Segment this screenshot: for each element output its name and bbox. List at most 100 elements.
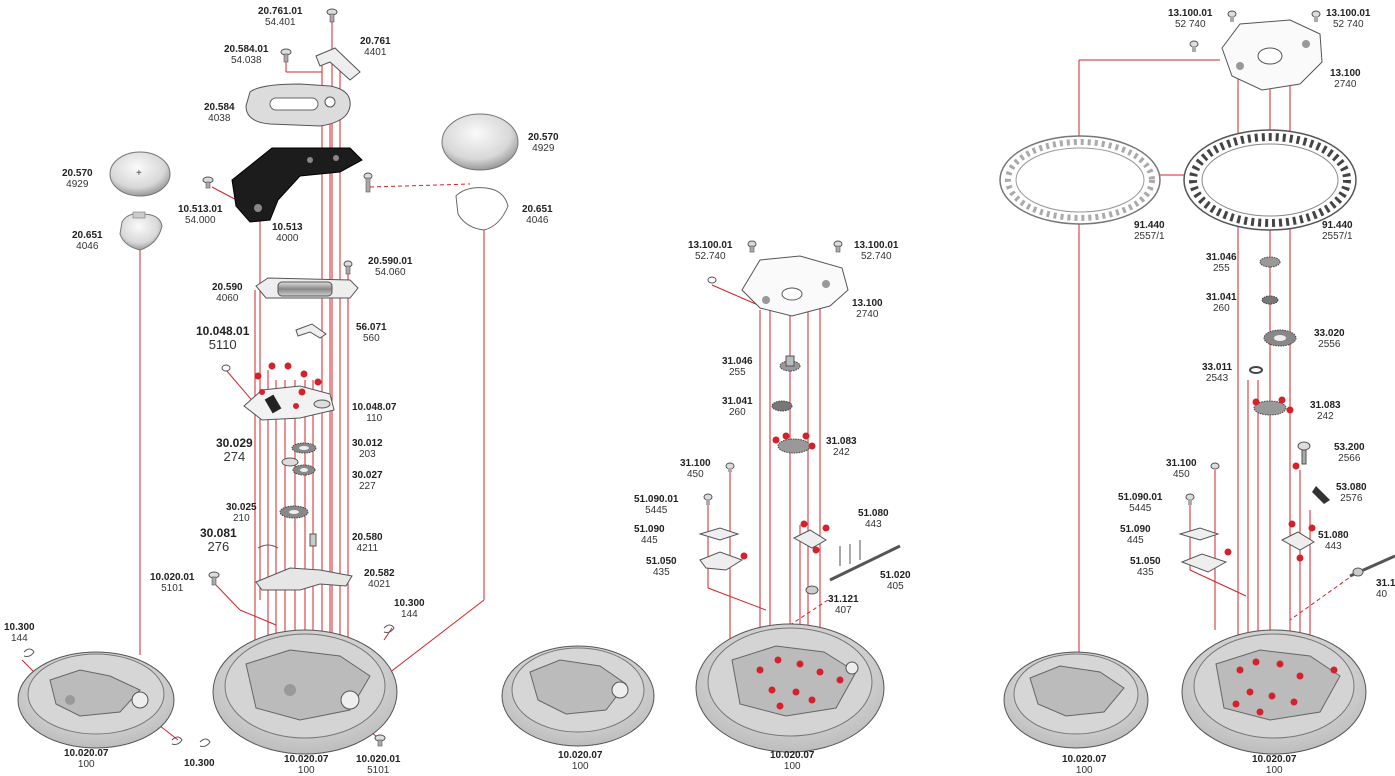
- label-part: 20.761.01: [258, 6, 303, 17]
- label-part: 13.100: [1330, 68, 1361, 79]
- spring-20-761: [315, 47, 361, 81]
- ring-33-011: [1249, 366, 1263, 374]
- label-part: 10.513.01: [178, 204, 223, 215]
- label-code: 443: [1324, 541, 1342, 552]
- base-plate-three-left: [1003, 651, 1149, 749]
- label-part: 20.580: [352, 532, 383, 543]
- label-code: 52.740: [694, 251, 726, 262]
- label-part: 31.100: [680, 458, 711, 469]
- label-part: 20.651: [522, 204, 553, 215]
- label-code: 203: [358, 449, 376, 460]
- date-ring-91-440-left: [999, 135, 1161, 225]
- label-part: 20.584: [204, 102, 235, 113]
- label-code: 52 740: [1174, 19, 1206, 30]
- panel-two-drawing: [501, 240, 901, 753]
- label-part: 20.584.01: [224, 44, 269, 55]
- lever-51-050-3: [1180, 553, 1228, 573]
- label-code: 435: [652, 567, 670, 578]
- label-part: 31.041: [722, 396, 753, 407]
- label-code: 435: [1136, 567, 1154, 578]
- label-code: 4038: [208, 113, 231, 124]
- label-code: 560: [362, 333, 380, 344]
- label-code: 5445: [645, 505, 668, 516]
- gear-33-020: [1263, 329, 1297, 347]
- label-code: 210: [232, 513, 250, 524]
- screw-51-090-01: [703, 493, 713, 505]
- label-part: 10.513: [272, 222, 303, 233]
- label-code: 274: [223, 449, 246, 464]
- lever-51-090-3: [1178, 527, 1220, 541]
- label-code: 4211: [356, 543, 379, 554]
- label-part: 33.020: [1314, 328, 1345, 339]
- label-part: 51.090: [634, 524, 665, 535]
- part-31-121: [805, 585, 819, 595]
- label-part: 33.011: [1202, 362, 1233, 373]
- label-code: 5110: [208, 337, 237, 352]
- clip-10-300-d: [171, 736, 183, 745]
- label-code: 144: [10, 633, 28, 644]
- label-part: 10.020.01: [356, 754, 401, 765]
- label-part: 31.041: [1206, 292, 1237, 303]
- label-code: 4401: [364, 47, 387, 58]
- screw-bridge-right: [363, 172, 373, 193]
- svg-text:+: +: [136, 168, 142, 179]
- label-part: 13.100: [852, 298, 883, 309]
- label-code: 4046: [76, 241, 99, 252]
- label-part: 31.083: [1310, 400, 1341, 411]
- label-code: 100: [1075, 765, 1093, 776]
- label-code: 110: [366, 413, 383, 424]
- screw-20-584-01: [280, 48, 292, 63]
- label-part: 91.440: [1322, 220, 1353, 231]
- date-ring-91-440-right: [1183, 129, 1357, 231]
- label-part: 31.1: [1376, 578, 1395, 589]
- label-part: 51.050: [1130, 556, 1161, 567]
- base-plate-two-left: [501, 645, 655, 747]
- label-part: 20.651: [72, 230, 103, 241]
- label-code: 54.060: [374, 267, 406, 278]
- label-part: 31.083: [826, 436, 857, 447]
- part-30-081: [257, 533, 317, 549]
- label-part: 10.020.07: [770, 750, 815, 761]
- label-part: 20.570: [528, 132, 559, 143]
- label-part: 20.761: [360, 36, 391, 47]
- part-56-071: [295, 323, 327, 339]
- label-part: 20.570: [62, 168, 93, 179]
- label-code: 2566: [1338, 453, 1361, 464]
- label-code: 2557/1: [1322, 231, 1353, 242]
- label-part: 10.300: [4, 622, 35, 633]
- part-53-200: [1292, 441, 1311, 470]
- label-part: 31.046: [1206, 252, 1237, 263]
- label-part: 20.590: [212, 282, 243, 293]
